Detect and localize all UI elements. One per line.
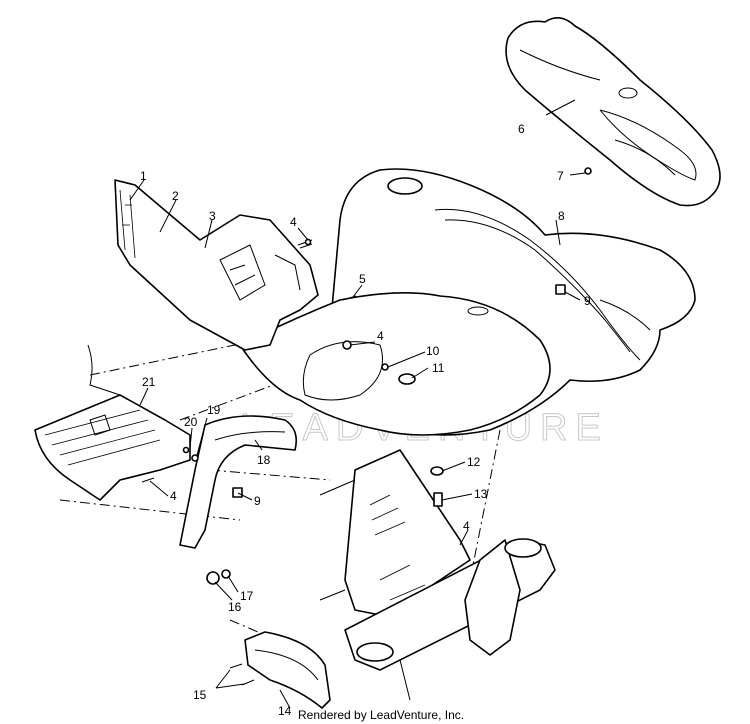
callout-4: 4 — [290, 215, 297, 229]
callout-5: 5 — [359, 272, 366, 286]
callout-4: 4 — [463, 519, 470, 533]
callout-8: 8 — [558, 209, 565, 223]
callout-4: 4 — [170, 489, 177, 503]
footrest-part — [34, 344, 191, 501]
callout-18: 18 — [257, 453, 271, 467]
callout-20: 20 — [184, 415, 198, 429]
seat-part — [505, 17, 721, 207]
callout-9: 9 — [254, 494, 261, 508]
callout-13: 13 — [474, 487, 488, 501]
callout-15: 15 — [193, 688, 207, 702]
mudflap-part — [179, 415, 298, 549]
callout-7: 7 — [557, 169, 564, 183]
callout-2: 2 — [172, 189, 179, 203]
side-panel-part — [114, 179, 319, 351]
callout-6: 6 — [518, 122, 525, 136]
callout-1: 1 — [140, 169, 147, 183]
callout-4: 4 — [377, 329, 384, 343]
render-credit: Rendered by LeadVenture, Inc. — [298, 708, 464, 722]
guard-part — [244, 631, 331, 709]
callout-9: 9 — [584, 294, 591, 308]
callout-14: 14 — [278, 704, 292, 718]
callout-19: 19 — [207, 403, 221, 417]
callout-12: 12 — [467, 455, 481, 469]
callout-21: 21 — [142, 375, 156, 389]
callout-17: 17 — [240, 589, 254, 603]
callout-3: 3 — [209, 209, 216, 223]
hardware-parts — [141, 167, 592, 686]
frame-part — [319, 449, 556, 701]
callout-11: 11 — [432, 361, 445, 375]
leader-lines — [129, 99, 586, 709]
callout-10: 10 — [426, 344, 440, 358]
callout-16: 16 — [228, 600, 242, 614]
callout-labels: 1 2 3 4 5 4 6 7 8 9 10 11 21 20 19 4 18 … — [140, 122, 591, 718]
